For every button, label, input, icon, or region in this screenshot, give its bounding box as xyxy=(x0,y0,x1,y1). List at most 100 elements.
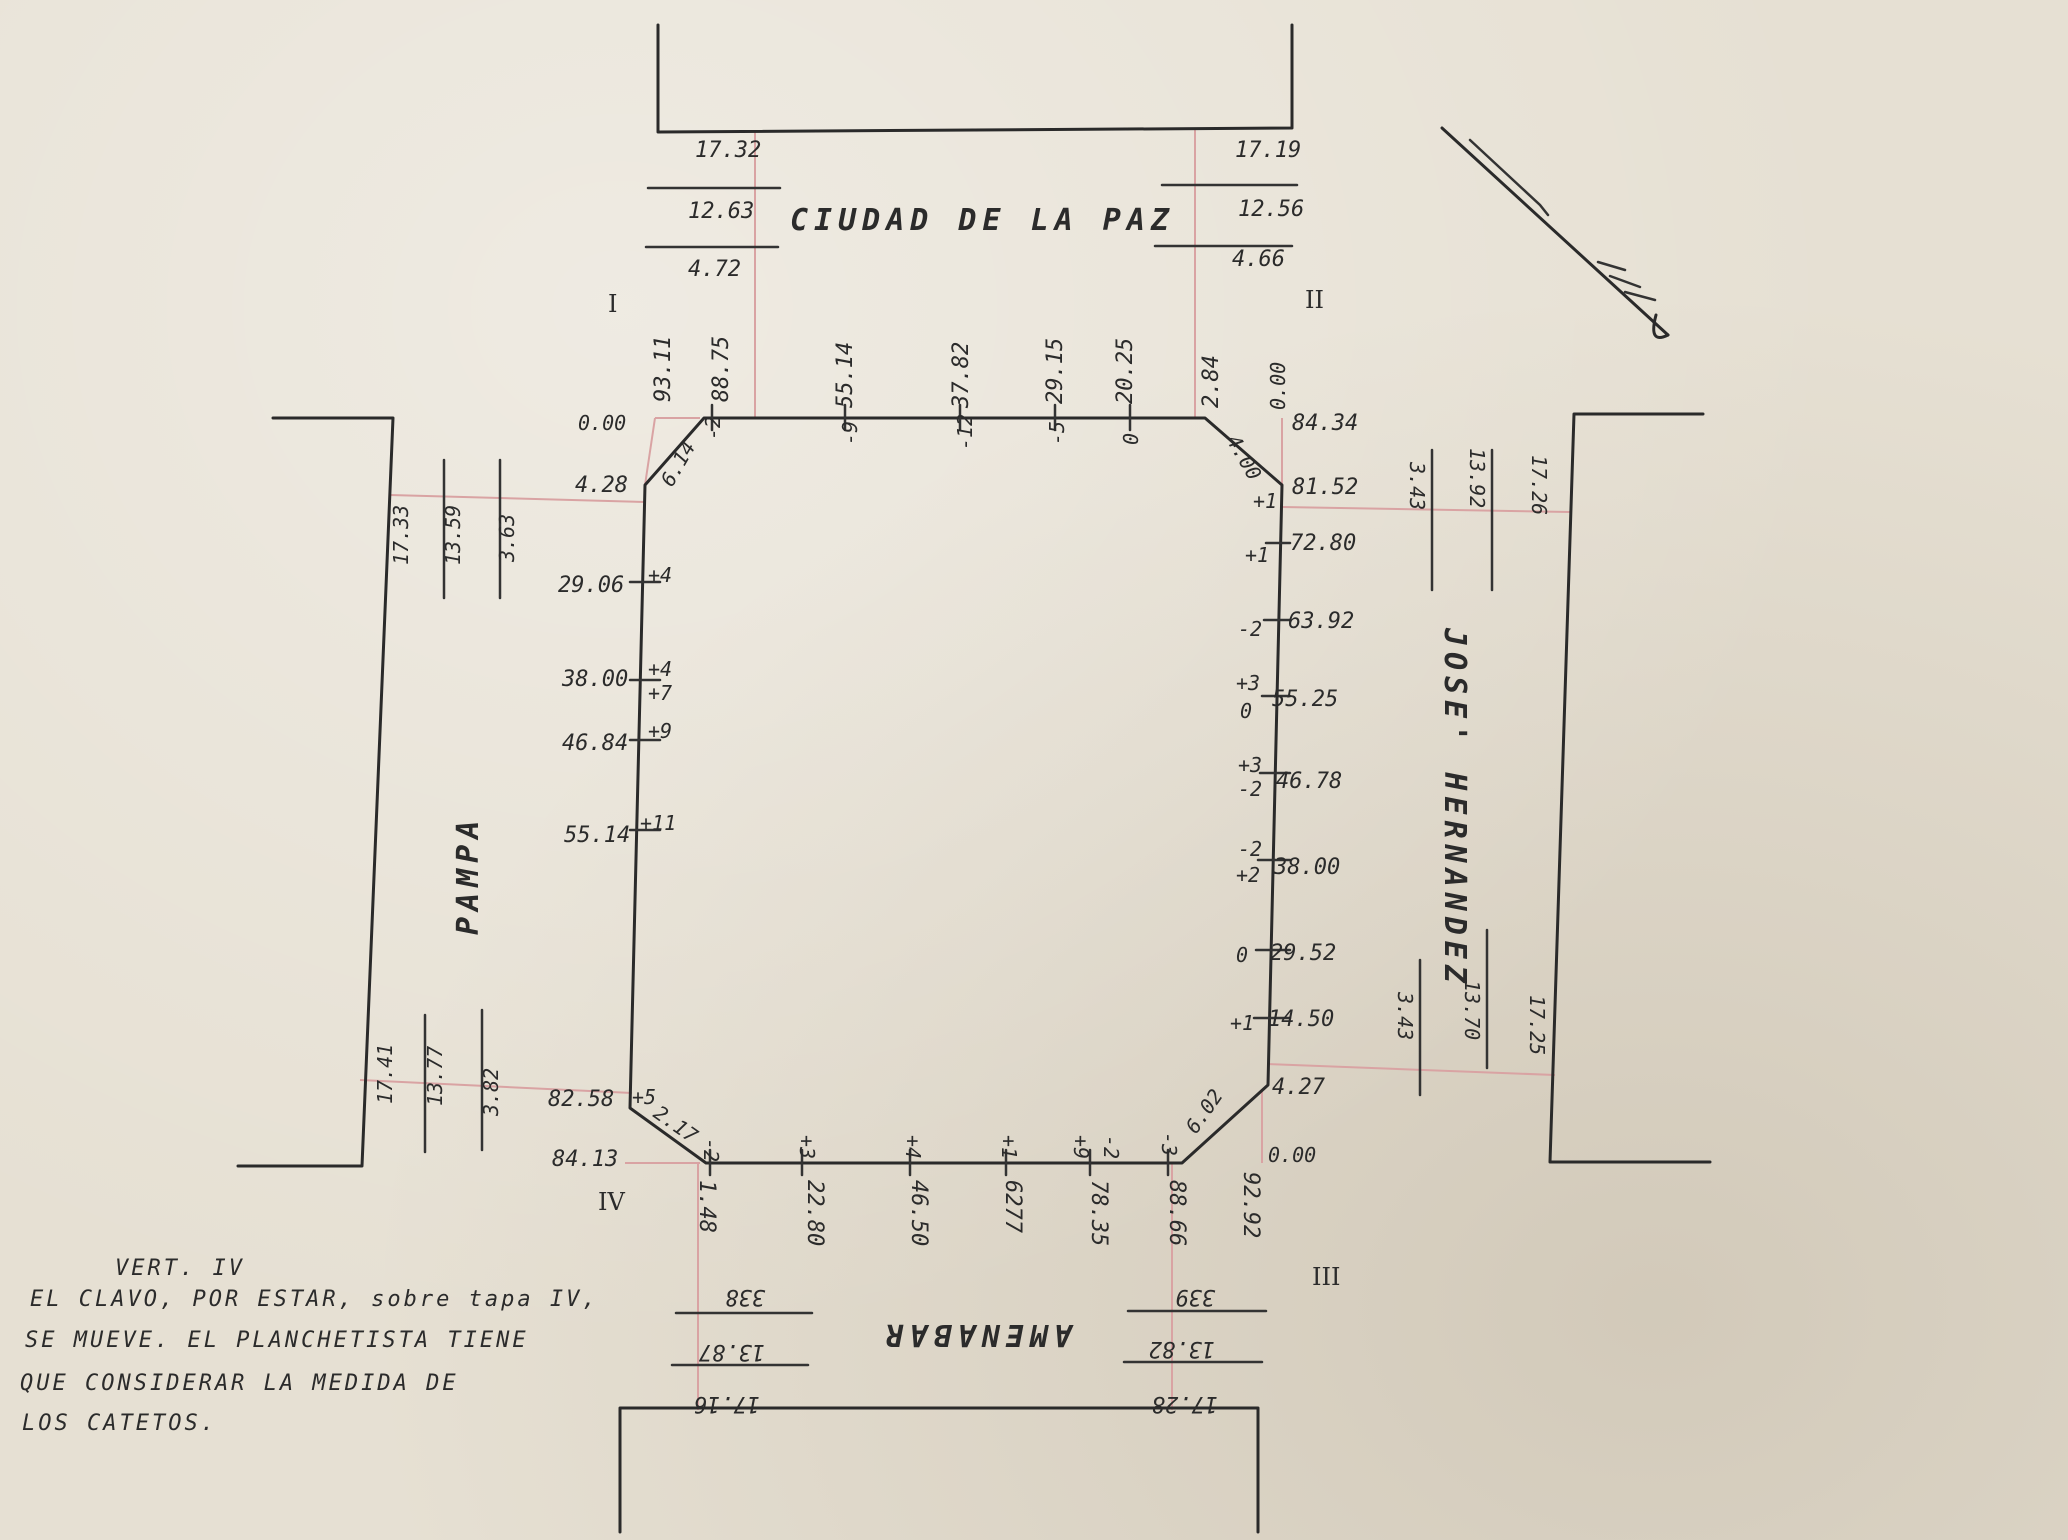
width-label: 338 xyxy=(725,1284,766,1309)
offset-label: +4 xyxy=(648,563,672,587)
distance-label: 29.52 xyxy=(1270,941,1336,966)
north-arrow-icon xyxy=(1440,126,1670,339)
note-line: SE MUEVE. EL PLANCHETISTA TIENE xyxy=(25,1328,529,1353)
offset-label: +5 xyxy=(632,1085,656,1109)
distance-label: 2.84 xyxy=(1199,355,1224,408)
offset-label: -2 xyxy=(699,1138,723,1162)
distance-label: 29.06 xyxy=(558,573,624,598)
width-lines xyxy=(423,183,1494,1367)
south-block-outline xyxy=(618,1406,1260,1534)
distance-label: 38.00 xyxy=(1273,855,1340,880)
distance-label: 0.00 xyxy=(1266,362,1290,410)
offset-label: -12 xyxy=(953,414,977,450)
distance-label: 81.52 xyxy=(1292,475,1358,500)
offset-label: -3 xyxy=(1157,1132,1181,1156)
width-label: 17.19 xyxy=(1235,138,1301,163)
width-label: 3.43 xyxy=(1405,461,1429,510)
block-boundary xyxy=(628,416,1284,1165)
note-line: EL CLAVO, POR ESTAR, sobre tapa IV, xyxy=(30,1287,599,1312)
distance-label: 63.92 xyxy=(1288,609,1354,634)
width-label: 3.63 xyxy=(495,514,519,563)
width-label: 3.82 xyxy=(479,1068,503,1117)
distance-label: 20.25 xyxy=(1113,338,1138,404)
offset-label: +3 xyxy=(1236,671,1260,695)
width-label: 3.43 xyxy=(1393,991,1417,1040)
vertex-label-1: I xyxy=(608,290,617,318)
offset-label: -2 xyxy=(1238,837,1262,861)
width-label: 13.82 xyxy=(1149,1336,1215,1361)
offset-label: +3 xyxy=(1238,753,1262,777)
distance-label: 88.75 xyxy=(709,336,734,402)
distance-label: 55.25 xyxy=(1272,687,1338,712)
boundary-ticks xyxy=(628,403,1292,1177)
offset-label: +11 xyxy=(640,811,676,835)
offset-label: +4 xyxy=(648,657,672,681)
street-label-east: JOSE' HERNANDEZ xyxy=(1437,627,1472,989)
width-label: 12.56 xyxy=(1238,197,1304,222)
distance-label: 82.58 xyxy=(548,1087,614,1112)
distance-label: 22.80 xyxy=(802,1180,827,1246)
width-label: 13.77 xyxy=(423,1046,447,1106)
distance-label: 84.34 xyxy=(1292,411,1358,436)
width-label: 4.66 xyxy=(1232,247,1285,272)
distance-label: 6277 xyxy=(1000,1180,1025,1234)
east-block-outline xyxy=(1548,412,1712,1164)
width-label: 17.16 xyxy=(694,1391,760,1416)
distance-label: 72.80 xyxy=(1290,531,1356,556)
distance-label: 55.14 xyxy=(833,342,858,408)
distance-label: 37.82 xyxy=(949,342,974,409)
vertex-label-3: III xyxy=(1312,1263,1340,1291)
distance-label: 14.50 xyxy=(1268,1007,1334,1032)
width-label: 12.63 xyxy=(688,199,754,224)
street-label-south: AMENABAR xyxy=(880,1317,1075,1352)
offset-label: +9 xyxy=(648,719,672,743)
width-label: 17.25 xyxy=(1525,995,1549,1055)
note-line: LOS CATETOS. xyxy=(22,1411,217,1436)
width-label: 17.41 xyxy=(373,1044,397,1104)
offset-label: -2 xyxy=(1238,777,1262,801)
offset-label: +1 xyxy=(1245,543,1269,567)
width-label: 13.87 xyxy=(698,1339,765,1364)
distance-label: 46.78 xyxy=(1276,769,1342,794)
distance-label: 0.00 xyxy=(578,411,626,435)
street-label-west: PAMPA xyxy=(451,815,486,935)
west-block-outline xyxy=(236,416,395,1168)
neighbour-blocks xyxy=(236,23,1712,1534)
distance-label: 84.13 xyxy=(552,1147,618,1172)
width-label: 17.26 xyxy=(1527,455,1551,515)
width-label: 13.59 xyxy=(441,505,465,565)
offset-label: +9 xyxy=(1069,1135,1093,1159)
street-label-north: CIUDAD DE LA PAZ xyxy=(790,203,1175,238)
offset-label: +1 xyxy=(1253,489,1277,513)
width-label: 17.28 xyxy=(1152,1391,1218,1416)
width-label: 17.32 xyxy=(695,138,761,163)
distance-label: 1.48 xyxy=(694,1180,719,1233)
offset-label: +2 xyxy=(1236,863,1260,887)
distance-label: 4.28 xyxy=(575,473,628,498)
construction-lines xyxy=(359,130,1571,1410)
offset-label: +4 xyxy=(901,1135,925,1159)
offset-label: +3 xyxy=(795,1135,819,1159)
distance-label: 88.66 xyxy=(1164,1180,1189,1246)
width-label: 4.72 xyxy=(688,257,741,282)
north-block-outline xyxy=(656,23,1294,134)
offset-label: 0 xyxy=(1119,433,1143,445)
vertex-label-2: II xyxy=(1305,286,1324,314)
distance-label: 4.27 xyxy=(1272,1075,1326,1100)
distance-label: 92.92 xyxy=(1238,1172,1263,1238)
width-label: 13.70 xyxy=(1460,980,1484,1040)
note-line: QUE CONSIDERAR LA MEDIDA DE xyxy=(20,1371,459,1396)
offset-label: -5 xyxy=(1045,421,1069,445)
offset-label: +1 xyxy=(997,1135,1021,1159)
chamfer-label: 4.00 xyxy=(1222,431,1267,485)
note-title: VERT. IV xyxy=(115,1256,245,1281)
distance-label: 55.14 xyxy=(564,823,630,848)
offset-label: 0 xyxy=(1236,943,1248,967)
width-label: 13.92 xyxy=(1465,448,1489,508)
offset-label: -2 xyxy=(1238,617,1262,641)
offset-label: -2 xyxy=(701,416,725,440)
vertex-label-4: IV xyxy=(598,1188,625,1216)
width-label: 339 xyxy=(1175,1284,1216,1309)
